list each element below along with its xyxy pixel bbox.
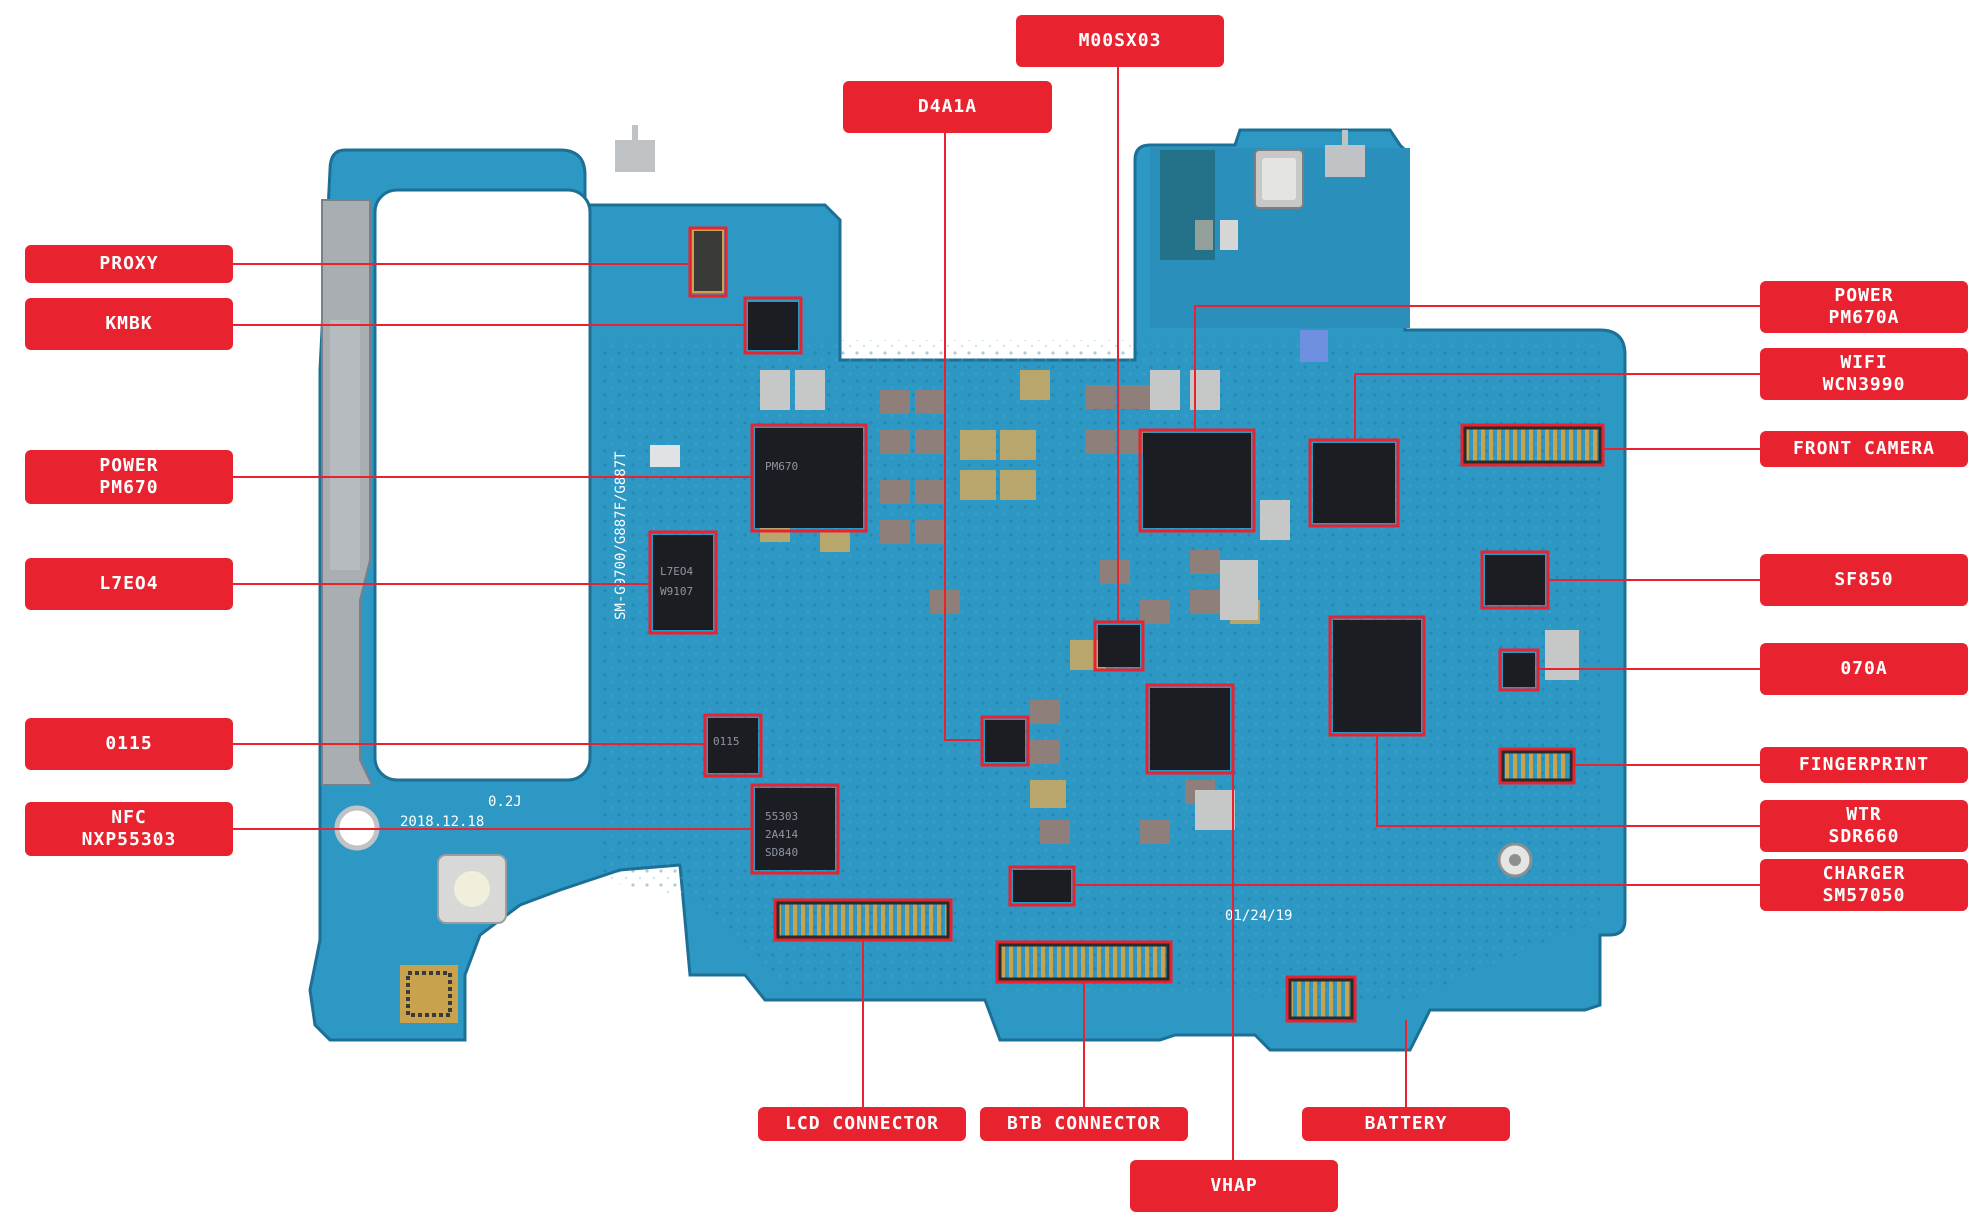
label-wtr-line2: SDR660 (1828, 826, 1900, 847)
highlight-proxy (688, 226, 728, 298)
chip-l7e04-subprint: W9107 (660, 585, 693, 598)
label-m00sx03-text: M00SX03 (1078, 30, 1162, 51)
battery-cutout (373, 188, 592, 782)
passive-components (880, 385, 1220, 844)
chip-pm670 (755, 428, 863, 528)
chip-l7e04 (653, 535, 713, 630)
label-charger-line1: CHARGER (1822, 863, 1906, 884)
label-power-pm670a-line2: PM670A (1828, 307, 1900, 328)
board-date-2: 01/24/19 (1225, 908, 1292, 924)
label-power-pm670a-line1: POWER (1834, 285, 1894, 306)
board-version: 0.2J (488, 794, 522, 810)
label-lcd-connector-text: LCD CONNECTOR (785, 1113, 939, 1134)
connectors (692, 229, 1602, 1020)
chip-l7e04-print: L7EO4 (660, 565, 693, 578)
highlight-vhap (1145, 683, 1235, 775)
chip-m00sx03 (1098, 625, 1140, 667)
label-fingerprint: FINGERPRINT (1760, 747, 1968, 783)
chip-nfc-subprint2: SD840 (765, 846, 798, 859)
connector-front-camera (1463, 426, 1602, 464)
connector-btb (998, 943, 1170, 981)
label-070a-text: 070A (1840, 658, 1888, 679)
chip-vhap (1150, 688, 1230, 770)
chip-070a (1503, 653, 1535, 687)
label-power-pm670-line2: PM670 (99, 477, 159, 498)
label-battery-text: BATTERY (1364, 1113, 1448, 1134)
chip-wifi (1313, 443, 1395, 523)
label-fingerprint-text: FINGERPRINT (1798, 754, 1930, 775)
label-l7e04-text: L7EO4 (99, 573, 159, 594)
label-d4a1a: D4A1A (843, 81, 1052, 133)
label-sf850-text: SF850 (1834, 569, 1894, 590)
label-kmbk: KMBK (25, 298, 233, 350)
highlight-l7e04 (648, 530, 718, 635)
label-lcd-connector: LCD CONNECTOR (758, 1107, 966, 1141)
label-power-pm670-line1: POWER (99, 455, 159, 476)
chip-kmbk (748, 302, 798, 350)
highlight-pm670a (1138, 428, 1256, 533)
label-proxy: PROXY (25, 245, 233, 283)
chip-pm670-print: PM670 (765, 460, 798, 473)
chip-0115-print: 0115 (713, 735, 740, 748)
chip-charger (1013, 870, 1071, 902)
highlight-front-camera (1460, 423, 1605, 467)
label-wifi-line1: WIFI (1840, 352, 1888, 373)
chip-nfc (755, 788, 835, 870)
connector-fingerprint (1501, 750, 1573, 782)
label-charger-line2: SM57050 (1822, 885, 1906, 906)
chip-pm670a (1143, 433, 1251, 528)
highlight-0115 (703, 713, 763, 778)
chip-d4a1a (985, 720, 1025, 762)
chip-wtr (1333, 620, 1421, 732)
board-model: SM-G9700/G887F/G887T (613, 451, 629, 620)
label-btb-connector: BTB CONNECTOR (980, 1107, 1188, 1141)
label-0115: 0115 (25, 718, 233, 770)
label-nfc-line1: NFC (111, 807, 147, 828)
label-m00sx03: M00SX03 (1016, 15, 1224, 67)
connector-lcd (776, 901, 950, 939)
label-wtr-line1: WTR (1846, 804, 1882, 825)
label-nfc-line2: NXP55303 (81, 829, 177, 850)
chips (653, 302, 1545, 902)
connector-battery (1288, 978, 1354, 1020)
label-proxy-text: PROXY (99, 253, 159, 274)
label-sf850: SF850 (1760, 554, 1968, 606)
chip-nfc-subprint: 2A414 (765, 828, 798, 841)
label-d4a1a-text: D4A1A (917, 96, 978, 117)
chip-sf850 (1485, 555, 1545, 605)
label-front-camera-text: FRONT CAMERA (1792, 438, 1936, 459)
label-vhap-text: VHAP (1210, 1175, 1258, 1196)
label-vhap: VHAP (1130, 1160, 1338, 1212)
label-battery: BATTERY (1302, 1107, 1510, 1141)
board-date: 2018.12.18 (400, 814, 484, 830)
label-wifi-line2: WCN3990 (1822, 374, 1906, 395)
label-kmbk-text: KMBK (105, 313, 153, 334)
leader-lines (233, 67, 1760, 1160)
chip-nfc-print: 55303 (765, 810, 798, 823)
label-070a: 070A (1760, 643, 1968, 695)
label-front-camera: FRONT CAMERA (1760, 431, 1968, 467)
label-0115-text: 0115 (105, 733, 153, 754)
chip-0115 (708, 718, 758, 773)
highlight-battery (1285, 975, 1357, 1023)
label-l7e04: L7EO4 (25, 558, 233, 610)
label-btb-connector-text: BTB CONNECTOR (1007, 1113, 1161, 1134)
highlight-boxes (648, 226, 1605, 1023)
connector-proxy (692, 229, 724, 293)
